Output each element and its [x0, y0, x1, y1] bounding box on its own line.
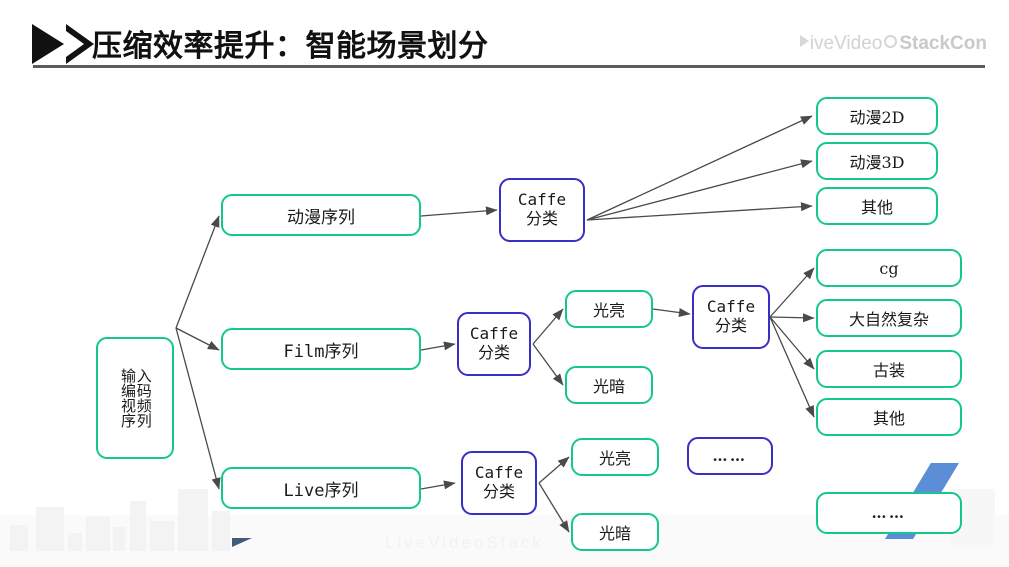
node-film-costume[interactable]: 古装: [816, 350, 962, 388]
node-anime-sequence[interactable]: 动漫序列: [221, 194, 421, 236]
logo-play-icon: [799, 35, 809, 47]
node-caffe-classifier-film-bright[interactable]: Caffe 分类: [692, 285, 770, 349]
node-label: 古装: [872, 361, 905, 380]
node-film-dark[interactable]: 光暗: [565, 366, 653, 404]
node-label: ……: [712, 447, 748, 465]
node-label-line2: 分类: [714, 316, 747, 335]
logo-bold: StackCon: [899, 33, 987, 54]
node-label: cg: [879, 258, 899, 278]
logo-mid: Video: [834, 33, 883, 54]
play-triangle-icon: [32, 22, 94, 66]
node-label: 其他: [860, 198, 893, 217]
node-film-sequence[interactable]: Film序列: [221, 328, 421, 370]
skyline-decor: [150, 521, 174, 551]
node-anime-3d[interactable]: 动漫3D: [816, 142, 938, 180]
node-label-line1: Caffe: [469, 324, 519, 344]
node-label-line2: 分类: [482, 482, 515, 501]
node-anime-other[interactable]: 其他: [816, 187, 938, 225]
node-anime-2d[interactable]: 动漫2D: [816, 97, 938, 135]
node-caffe-classifier-anime[interactable]: Caffe 分类: [499, 178, 585, 242]
node-caffe-classifier-live[interactable]: Caffe 分类: [461, 451, 537, 515]
node-label: 动漫序列: [287, 207, 355, 228]
node-label: 光暗: [592, 377, 625, 396]
node-caffe-classifier-film[interactable]: Caffe 分类: [457, 312, 531, 376]
page-title: 压缩效率提升：智能场景划分: [92, 29, 489, 64]
slide-header: 压缩效率提升：智能场景划分 iveVideo StackCon: [0, 0, 1009, 72]
node-label: 光暗: [598, 524, 631, 543]
node-ellipsis-purple[interactable]: ……: [687, 437, 773, 475]
node-input-col-a: 输编视序: [119, 368, 137, 428]
skyline-decor: [36, 507, 64, 551]
node-label-line2: 分类: [525, 209, 558, 228]
node-live-sequence[interactable]: Live序列: [221, 467, 421, 509]
node-label: ……: [871, 504, 907, 522]
node-film-cg[interactable]: cg: [816, 249, 962, 287]
skyline-decor: [212, 511, 230, 551]
node-label: 其他: [872, 409, 905, 428]
node-input-col-b: 入码频列: [134, 368, 153, 428]
node-film-bright[interactable]: 光亮: [565, 290, 653, 328]
node-live-bright[interactable]: 光亮: [571, 438, 659, 476]
flow-diagram: 入码频列 输编视序 动漫序列 Film序列 Live序列 Caffe 分类 Ca…: [0, 72, 1009, 567]
skyline-decor: [130, 501, 146, 551]
brand-logo: iveVideo StackCon: [799, 33, 987, 55]
node-label: 动漫2D: [849, 108, 905, 127]
node-film-nature-complex[interactable]: 大自然复杂: [816, 299, 962, 337]
skyline-decor: [68, 533, 82, 551]
node-label-line2: 分类: [477, 343, 510, 362]
node-live-dark[interactable]: 光暗: [571, 513, 659, 551]
node-label-line1: Caffe: [474, 463, 524, 483]
node-film-other[interactable]: 其他: [816, 398, 962, 436]
node-label-line1: Caffe: [706, 297, 756, 317]
skyline-decor: [178, 489, 208, 551]
header-divider: [33, 65, 985, 68]
skyline-decor: [10, 525, 28, 551]
skyline-decor: [86, 517, 110, 551]
watermark-text: LiveVideoStack: [385, 533, 544, 552]
skyline-decor: [113, 527, 125, 551]
connector-lines: [175, 115, 815, 533]
node-input-sequence[interactable]: 入码频列 输编视序: [96, 337, 174, 459]
corner-triangle-decor: [232, 538, 252, 547]
node-label: 动漫3D: [849, 153, 905, 172]
logo-prefix: ive: [809, 33, 835, 54]
node-label: Film序列: [283, 341, 359, 362]
node-ellipsis-green[interactable]: ……: [816, 492, 962, 534]
play-triangle-icon-svg: [32, 24, 94, 64]
node-label: 大自然复杂: [848, 310, 929, 329]
node-label: 光亮: [598, 449, 631, 468]
node-label: 光亮: [592, 301, 625, 320]
node-label-line1: Caffe: [517, 190, 567, 210]
logo-circle-icon: [884, 35, 898, 48]
node-label: Live序列: [283, 480, 359, 501]
